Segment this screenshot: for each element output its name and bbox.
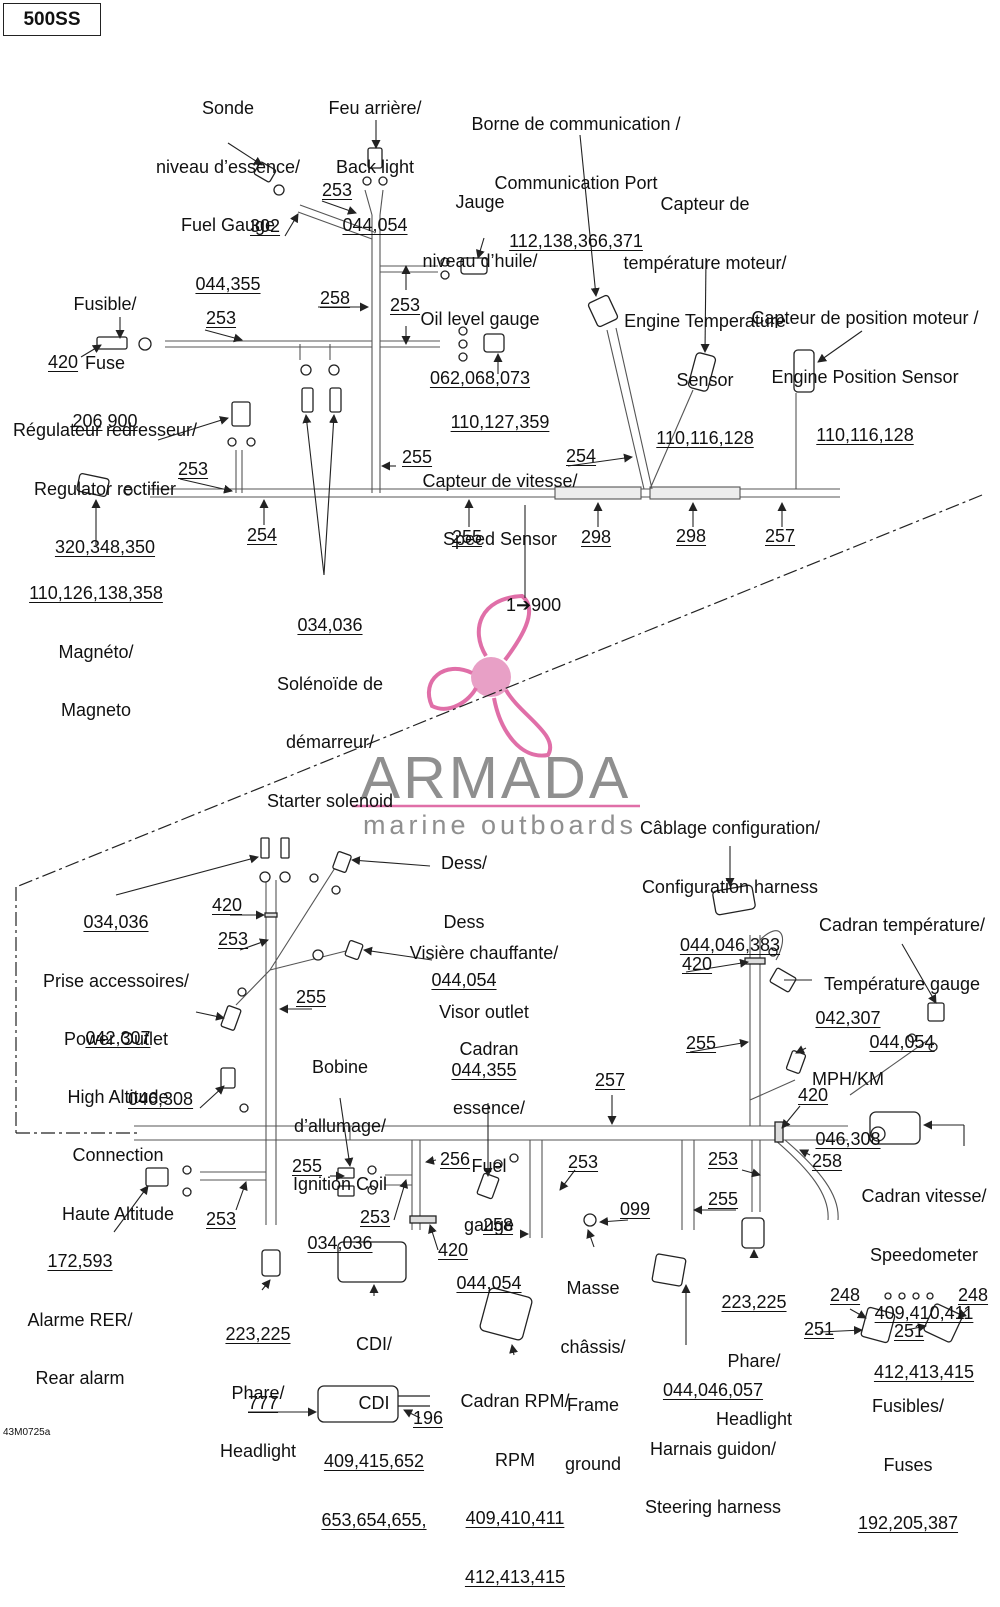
ref-099: 099 xyxy=(620,1199,651,1219)
oil-level-gauge-label: Jauge niveau d’huile/ Oil level gauge 06… xyxy=(420,192,540,388)
ref-257-bottom: 257 xyxy=(595,1070,626,1090)
ref-258-bottom-a: 258 xyxy=(812,1151,843,1171)
ref-255-b: 255 xyxy=(452,527,483,547)
ref-196: 196 xyxy=(413,1408,444,1428)
bottom-harness xyxy=(134,859,929,1238)
page-reference: 1➔900 xyxy=(506,595,562,615)
ref-420-b3: 420 xyxy=(798,1085,829,1105)
ref-251-b: 251 xyxy=(894,1321,925,1341)
regulator-rectifier-label: Régulateur redresseur/ Regulator rectifi… xyxy=(12,420,198,557)
ref-254-b: 254 xyxy=(247,525,278,545)
bottom-leaders xyxy=(113,846,969,1419)
speed-sensor-label: 110,127,359 Capteur de vitesse/ Speed Se… xyxy=(422,412,578,549)
section-divider xyxy=(15,494,983,1134)
ref-255-b1: 255 xyxy=(296,987,327,1007)
ref-253-b1: 253 xyxy=(218,929,249,949)
ref-257-top: 257 xyxy=(765,526,796,546)
engine-temperature-sensor-label: Capteur de température moteur/ Engine Te… xyxy=(623,194,787,448)
ref-248-b: 248 xyxy=(958,1285,989,1305)
ref-253-b4: 253 xyxy=(206,1209,237,1229)
ref-253-a: 253 xyxy=(322,180,353,200)
fuel-gauge-sensor-label: Sonde niveau d’essence/ Fuel Gauge 044,3… xyxy=(155,98,301,294)
mph-km-label: 042,307 MPH/KM 046,308 xyxy=(812,1008,884,1149)
communication-port-label: Borne de communication / Communication P… xyxy=(471,114,681,251)
ref-420-b2: 420 xyxy=(682,954,713,974)
dess-label: Dess/ Dess 044,054 xyxy=(431,853,497,990)
ref-255-b2: 255 xyxy=(686,1033,717,1053)
steering-harness-label: 044,046,057 Harnais guidon/ Steering har… xyxy=(644,1380,782,1517)
ref-253-b5: 253 xyxy=(360,1207,391,1227)
ref-298-b: 298 xyxy=(676,526,707,546)
temperature-gauge-label: Cadran température/ Température gauge 04… xyxy=(818,915,986,1052)
ref-302: 302 xyxy=(250,216,281,236)
ref-253-b2: 253 xyxy=(568,1152,599,1172)
ref-298-a: 298 xyxy=(581,527,612,547)
top-connectors xyxy=(76,147,815,498)
ref-255-b3: 255 xyxy=(292,1156,323,1176)
top-leaders xyxy=(80,120,863,598)
fuse-label: Fusible/ Fuse 206 900 xyxy=(72,294,138,431)
ref-255-b4: 255 xyxy=(708,1189,739,1209)
ref-256: 256 xyxy=(440,1149,471,1169)
ref-254-a: 254 xyxy=(566,446,597,466)
headlight-right-label: 223,225 Phare/ Headlight xyxy=(715,1292,793,1429)
ref-248-a: 248 xyxy=(830,1285,861,1305)
ref-253-d: 253 xyxy=(178,459,209,479)
ref-258-bottom-b: 258 xyxy=(483,1215,514,1235)
ref-420-b1: 420 xyxy=(212,895,243,915)
watermark-propeller-icon xyxy=(426,593,553,758)
ref-255-a: 255 xyxy=(402,447,433,467)
rpm-label: Cadran RPM/ RPM 409,410,411 412,413,415 xyxy=(460,1391,570,1587)
model-label: 500SS xyxy=(3,3,101,36)
bottom-connectors xyxy=(145,837,963,1423)
ref-420-top: 420 xyxy=(48,352,79,372)
ref-258-top: 258 xyxy=(320,288,351,308)
starter-solenoid-label: 034,036 Solénoïde de démarreur/ Starter … xyxy=(266,615,394,811)
engine-position-sensor-label: Capteur de position moteur / Engine Posi… xyxy=(751,308,979,445)
watermark-name: ARMADA xyxy=(360,745,632,811)
speedometer-label: Cadran vitesse/ Speedometer 409,410,411 … xyxy=(861,1186,987,1382)
watermark-tagline: marine outboards xyxy=(362,810,638,840)
visor-outlet-label: Visière chauffante/ Visor outlet 044,355 xyxy=(409,943,559,1080)
ref-253-c: 253 xyxy=(206,308,237,328)
ref-253-b3: 253 xyxy=(708,1149,739,1169)
configuration-harness-label: Câblage configuration/ Configuration har… xyxy=(639,818,821,955)
headlight-left-label: 223,225 Phare/ Headlight xyxy=(219,1324,297,1461)
wiring-diagram xyxy=(15,120,983,1423)
ref-420-b4: 420 xyxy=(438,1240,469,1260)
fuel-gauge-dial-label: Cadran essence/ Fuel gauge 044,054 xyxy=(452,1039,526,1293)
ref-046-308-left: 046,308 xyxy=(128,1089,194,1109)
magneto-label: 110,126,138,358 Magnéto/ Magneto xyxy=(29,583,163,720)
ignition-coil-label: Bobine d’allumage/ Ignition Coil 034,036 xyxy=(292,1057,388,1253)
back-light-label: Feu arrière/ Back light 044,054 xyxy=(328,98,422,235)
ref-251-a: 251 xyxy=(804,1319,835,1339)
ref-777: 777 xyxy=(248,1393,279,1413)
rear-alarm-label: 172,593 Alarme RER/ Rear alarm xyxy=(27,1251,133,1388)
figure-code: 43M0725a xyxy=(3,1427,51,1438)
fuses-label: Fusibles/ Fuses 192,205,387 xyxy=(857,1396,959,1533)
ref-253-b: 253 xyxy=(390,295,421,315)
power-outlet-label: 034,036 Prise accessoires/ Power Outlet xyxy=(42,912,190,1049)
high-altitude-label: 042,307 High Altitude Connection Haute A… xyxy=(61,1028,175,1224)
